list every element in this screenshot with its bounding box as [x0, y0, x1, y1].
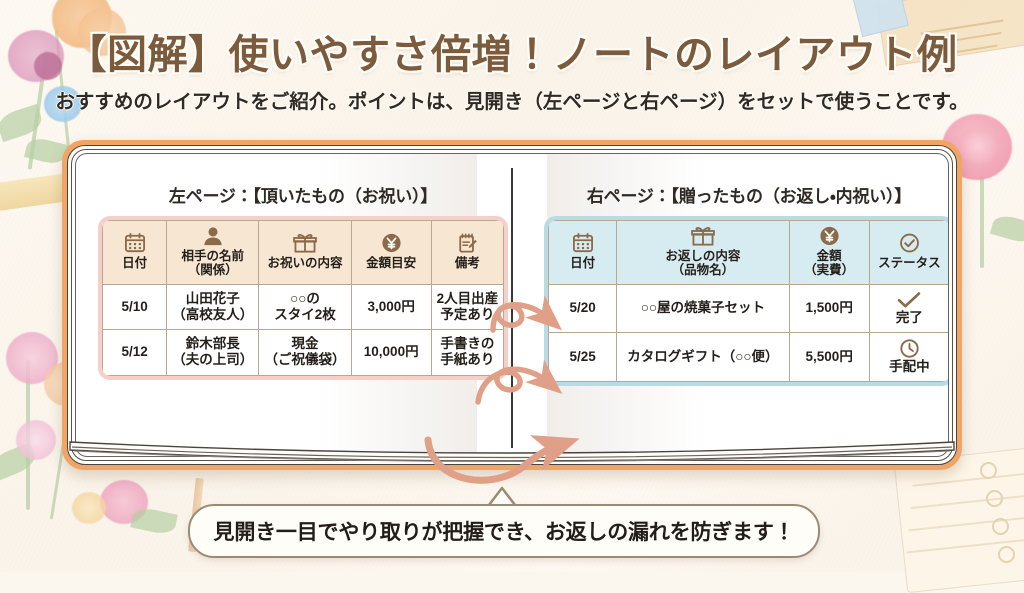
- cell-return-content: ○○屋の焼菓子セット: [616, 283, 790, 333]
- notebook-bottom-pages: [69, 441, 955, 463]
- calendar-icon: [124, 233, 145, 253]
- cell-status: 手配中: [868, 331, 948, 383]
- callout-banner: 見開き一目でやり取りが把握でき、お返しの漏れを防ぎます！: [188, 504, 820, 558]
- column-header-amount: 金額（実費）: [788, 220, 870, 285]
- callout-notch: [488, 486, 516, 506]
- spiral-ring: [992, 518, 1009, 535]
- cell-amount: 5,500円: [788, 331, 870, 383]
- column-header-name: 相手の名前（関係）: [166, 220, 260, 285]
- table-row: 5/12 鈴木部長（夫の上司） 現金（ご祝儀袋） 10,000円 手書きの手紙あ…: [102, 329, 504, 376]
- column-header-content: お祝いの内容: [258, 220, 352, 285]
- left-table-header-row: 日付 相手の名前（関係）: [102, 220, 504, 285]
- column-header-status-label: ステータス: [878, 256, 941, 271]
- column-header-return-content-label: お返しの内容（品物名）: [665, 249, 741, 278]
- memo-pencil-icon: [459, 233, 477, 253]
- check-circle-icon: [900, 233, 919, 253]
- column-header-name-label: 相手の名前（関係）: [181, 249, 245, 278]
- yen-coin-icon: [382, 234, 401, 253]
- table-row: 5/20 ○○屋の焼菓子セット 1,500円 完了: [548, 283, 948, 333]
- cell-amount: 10,000円: [350, 329, 432, 376]
- notebook-spine: [511, 168, 513, 448]
- cell-name: 山田花子（高校友人）: [166, 283, 260, 331]
- right-table-header-row: 日付 お返: [548, 220, 948, 285]
- page-subtitle: おすすめのレイアウトをご紹介。ポイントは、見開き（左ページと右ページ）をセットで…: [55, 91, 969, 113]
- left-page-heading: 左ページ：【頂いたもの（お祝い）】: [168, 187, 438, 206]
- cell-date: 5/25: [548, 331, 618, 383]
- page-title: 【図解】使いやすさ倍増！ノートのレイアウト例: [66, 33, 958, 77]
- check-icon: [898, 291, 921, 308]
- cell-status: 完了: [868, 283, 948, 333]
- notebook-illustration: 左ページ：【頂いたもの（お祝い）】: [62, 140, 962, 470]
- callout-text: 見開き一目でやり取りが把握でき、お返しの漏れを防ぎます！: [213, 521, 795, 544]
- status-badge: 完了: [895, 309, 923, 325]
- received-gifts-table: 日付 相手の名前（関係）: [102, 220, 504, 376]
- gift-icon: [293, 234, 317, 253]
- column-header-status: ステータス: [868, 220, 948, 285]
- spiral-ring: [980, 462, 997, 479]
- cell-date: 5/20: [548, 283, 618, 333]
- notebook-spread: 左ページ：【頂いたもの（お祝い）】: [75, 153, 949, 457]
- status-badge: 手配中: [889, 358, 930, 374]
- cell-content: ○○のスタイ2枚: [258, 283, 352, 331]
- cell-name: 鈴木部長（夫の上司）: [166, 329, 260, 376]
- spiral-ring: [986, 490, 1003, 507]
- column-header-date: 日付: [102, 220, 168, 285]
- cell-note: 手書きの手紙あり: [430, 329, 504, 376]
- cell-amount: 3,000円: [350, 283, 432, 331]
- column-header-note-label: 備考: [454, 256, 480, 271]
- cell-note: 2人目出産予定あり: [430, 283, 504, 331]
- column-header-amount-label: 金額目安: [366, 256, 417, 271]
- cell-return-content: カタログギフト（○○便）: [616, 331, 790, 383]
- cell-date: 5/12: [102, 329, 168, 376]
- table-row: 5/25 カタログギフト（○○便） 5,500円 手配中: [548, 331, 948, 383]
- left-table-frame: 日付 相手の名前（関係）: [98, 216, 508, 380]
- cell-amount: 1,500円: [788, 283, 870, 333]
- column-header-date-label: 日付: [122, 256, 148, 271]
- yen-coin-icon: [820, 226, 839, 246]
- column-header-amount-label: 金額（実費）: [804, 249, 855, 278]
- person-icon: [204, 227, 222, 246]
- right-table-frame: 日付 お返: [544, 216, 948, 387]
- left-page: 左ページ：【頂いたもの（お祝い）】: [98, 182, 508, 380]
- column-header-date-label: 日付: [570, 256, 596, 271]
- column-header-date: 日付: [548, 220, 618, 285]
- cell-date: 5/10: [102, 283, 168, 331]
- column-header-return-content: お返しの内容（品物名）: [616, 220, 790, 285]
- right-page: 右ページ：【贈ったもの（お返し・内祝い）】: [544, 182, 948, 387]
- column-header-amount: 金額目安: [350, 220, 432, 285]
- column-header-note: 備考: [430, 220, 504, 285]
- clock-icon: [900, 339, 919, 358]
- spiral-ring: [998, 546, 1015, 563]
- gift-icon: [691, 226, 715, 246]
- table-row: 5/10 山田花子（高校友人） ○○のスタイ2枚 3,000円 2人目出産予定あ…: [102, 283, 504, 331]
- column-header-content-label: お祝いの内容: [267, 256, 343, 271]
- calendar-icon: [572, 233, 593, 253]
- returned-gifts-table: 日付 お返: [548, 220, 948, 383]
- cell-content: 現金（ご祝儀袋）: [258, 329, 352, 376]
- right-page-heading: 右ページ：【贈ったもの（お返し・内祝い）】: [586, 187, 912, 206]
